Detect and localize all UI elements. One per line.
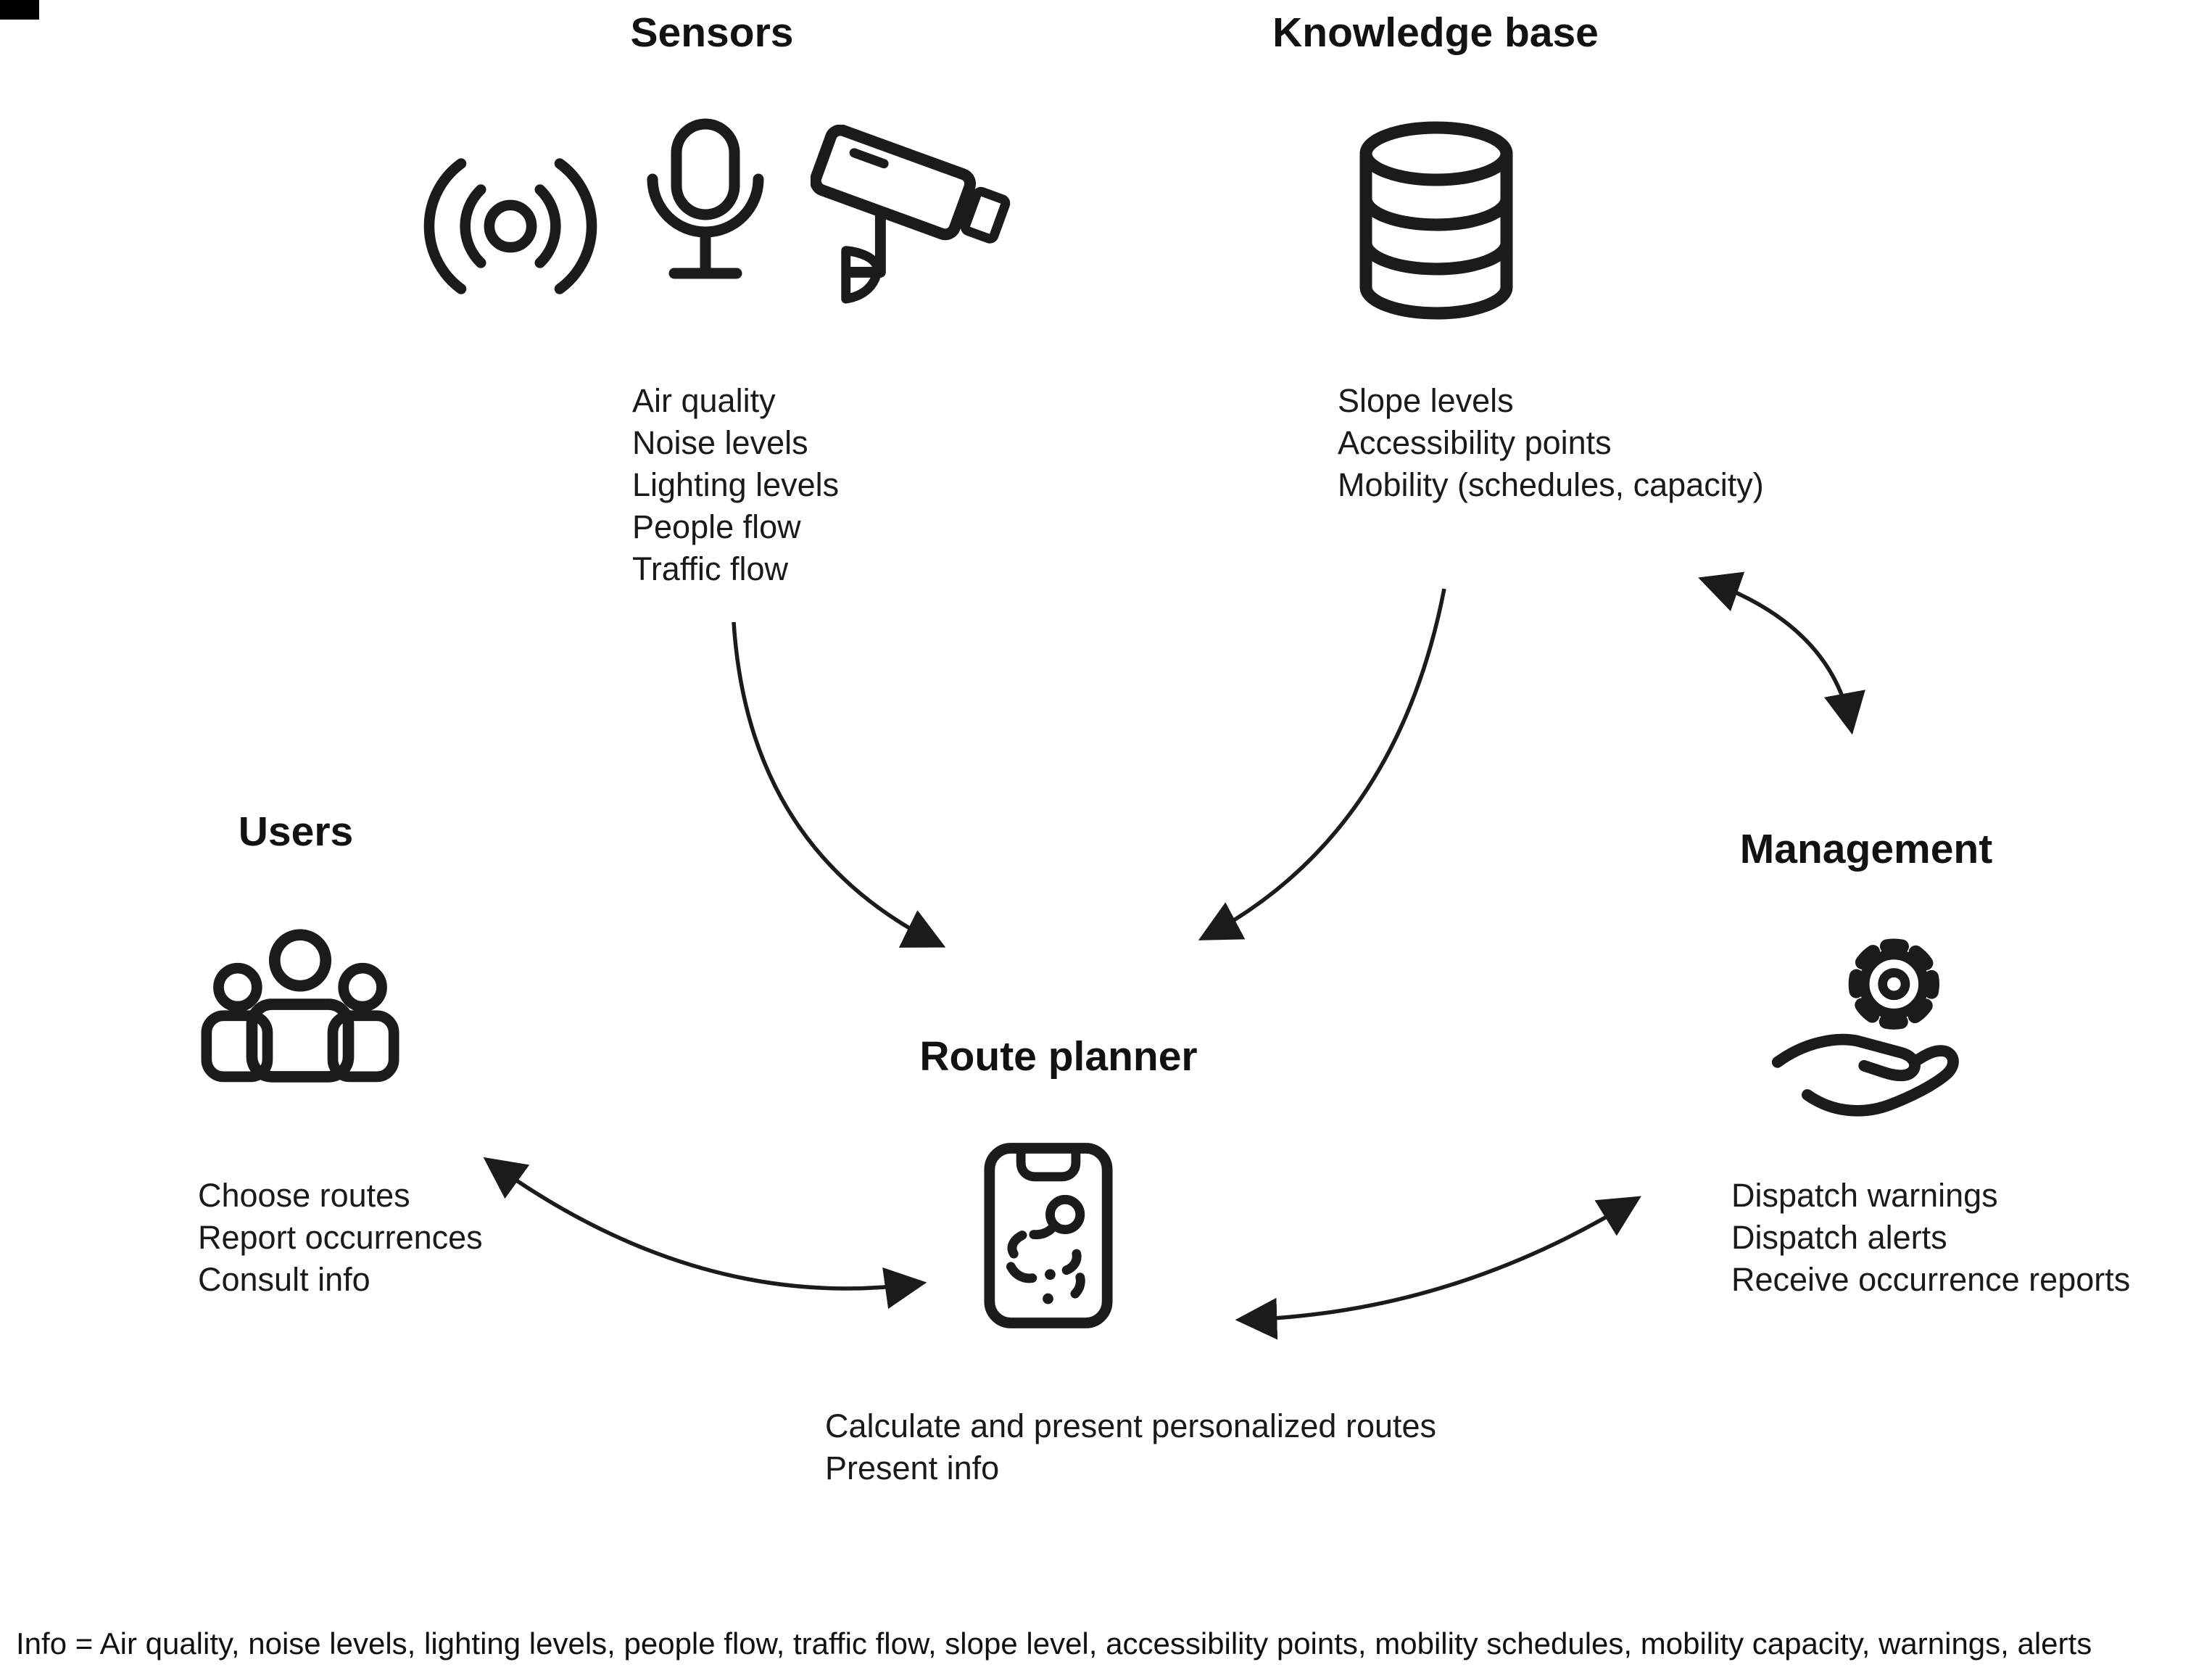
people-group-icon bbox=[201, 924, 399, 1091]
list-item: Slope levels bbox=[1338, 382, 1514, 419]
signal-icon bbox=[412, 144, 609, 309]
list-item: Lighting levels bbox=[632, 466, 840, 503]
corner-artifact bbox=[0, 0, 39, 20]
cctv-camera-icon bbox=[811, 125, 1021, 312]
list-item: Mobility (schedules, capacity) bbox=[1338, 466, 1764, 503]
list-item: Air quality bbox=[632, 382, 776, 419]
users-title: Users bbox=[238, 808, 354, 855]
list-item: People flow bbox=[632, 508, 801, 545]
arrow-knowledge-base-management-bidirectional bbox=[1698, 571, 1865, 735]
arrow-users-route-planner-bidirectional bbox=[483, 1157, 927, 1310]
list-item: Noise levels bbox=[632, 424, 808, 461]
list-item: Traffic flow bbox=[632, 550, 789, 587]
sensors-list: Air quality Noise levels Lighting levels… bbox=[632, 380, 839, 590]
list-item: Dispatch alerts bbox=[1731, 1219, 1947, 1256]
phone-route-icon bbox=[982, 1141, 1114, 1331]
list-item: Choose routes bbox=[198, 1177, 410, 1214]
sensors-title: Sensors bbox=[630, 9, 794, 56]
route-planner-title: Route planner bbox=[919, 1033, 1198, 1080]
list-item: Report occurrences bbox=[198, 1219, 483, 1256]
list-item: Accessibility points bbox=[1338, 424, 1612, 461]
list-item: Present info bbox=[825, 1449, 1000, 1486]
arrow-sensors-to-route-planner bbox=[732, 621, 946, 948]
list-item: Receive occurrence reports bbox=[1731, 1261, 2131, 1298]
management-list: Dispatch warnings Dispatch alerts Receiv… bbox=[1731, 1175, 2130, 1301]
knowledge-base-title: Knowledge base bbox=[1272, 9, 1599, 56]
list-item: Calculate and present personalized route… bbox=[825, 1407, 1437, 1444]
microphone-icon bbox=[637, 115, 774, 297]
route-planner-list: Calculate and present personalized route… bbox=[825, 1405, 1436, 1489]
list-item: Dispatch warnings bbox=[1731, 1177, 1998, 1214]
database-icon bbox=[1353, 118, 1520, 323]
knowledge-base-list: Slope levels Accessibility points Mobili… bbox=[1338, 380, 1764, 506]
arrow-knowledge-base-to-route-planner bbox=[1198, 588, 1446, 940]
arrow-route-planner-management-bidirectional bbox=[1235, 1196, 1641, 1340]
info-legend: Info = Air quality, noise levels, lighti… bbox=[16, 1626, 2092, 1660]
users-list: Choose routes Report occurrences Consult… bbox=[198, 1175, 483, 1301]
list-item: Consult info bbox=[198, 1261, 370, 1298]
management-title: Management bbox=[1739, 826, 1993, 872]
hand-gear-icon bbox=[1768, 927, 1973, 1120]
